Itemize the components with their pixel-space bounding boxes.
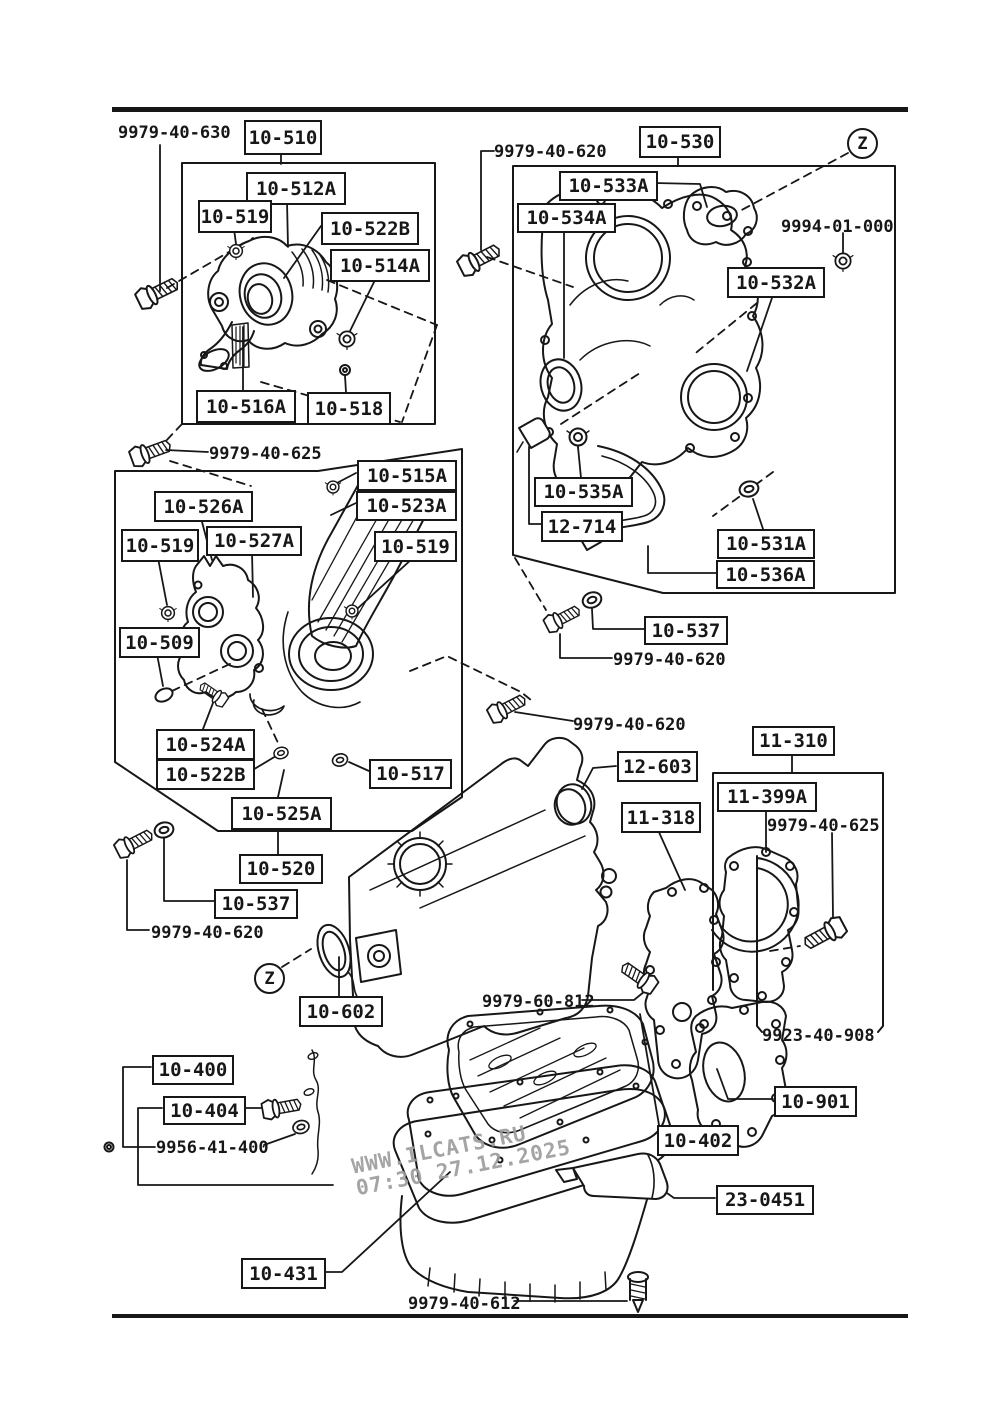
fastener-ref-9979-40-620-b: 9979-40-620: [494, 142, 607, 162]
zone-marker-letter: Z: [857, 133, 868, 154]
fastener-ref-9979-40-620-a: 9979-40-620: [151, 923, 264, 943]
part-label-10-524A[interactable]: 10-524A: [156, 729, 255, 760]
part-label-10-530[interactable]: 10-530: [639, 126, 721, 158]
group-frames: [114, 162, 896, 1033]
part-label-10-516A[interactable]: 10-516A: [196, 390, 296, 423]
fastener-ref-9979-60-812: 9979-60-812: [482, 992, 595, 1012]
part-label-10-535A[interactable]: 10-535A: [534, 477, 633, 507]
zone-marker-z-top: Z: [847, 128, 878, 159]
part-label-10-404[interactable]: 10-404: [163, 1096, 246, 1125]
part-label-10-514A[interactable]: 10-514A: [330, 249, 430, 282]
part-label-10-901[interactable]: 10-901: [774, 1086, 857, 1117]
part-label-10-517[interactable]: 10-517: [369, 759, 452, 789]
part-label-10-519-b[interactable]: 10-519: [121, 529, 199, 562]
part-label-10-518[interactable]: 10-518: [307, 392, 391, 425]
part-label-10-431[interactable]: 10-431: [241, 1258, 326, 1289]
zone-marker-letter: Z: [264, 968, 275, 989]
part-label-10-515A[interactable]: 10-515A: [357, 460, 457, 491]
rear-cover-and-seal-drawing: [642, 846, 800, 1148]
part-label-10-402[interactable]: 10-402: [657, 1125, 739, 1156]
part-label-11-318[interactable]: 11-318: [621, 802, 701, 833]
part-label-10-512A[interactable]: 10-512A: [246, 172, 346, 205]
part-label-10-523A[interactable]: 10-523A: [356, 491, 457, 521]
part-label-10-509[interactable]: 10-509: [119, 627, 200, 658]
part-label-10-527A[interactable]: 10-527A: [206, 526, 302, 556]
engine-block-drawing: [316, 736, 617, 1058]
part-label-10-400[interactable]: 10-400: [152, 1055, 234, 1085]
part-label-10-536A[interactable]: 10-536A: [716, 560, 815, 589]
part-label-23-0451[interactable]: 23-0451: [716, 1185, 814, 1215]
fastener-icons: [111, 238, 854, 998]
water-pump-drawing: [198, 235, 339, 372]
part-label-10-520[interactable]: 10-520: [239, 854, 323, 884]
part-label-10-532A[interactable]: 10-532A: [727, 267, 825, 298]
fastener-ref-9979-40-630: 9979-40-630: [118, 123, 231, 143]
part-label-11-399A[interactable]: 11-399A: [717, 782, 817, 812]
page-borders: [112, 107, 908, 1318]
part-label-10-510[interactable]: 10-510: [244, 120, 322, 155]
part-label-11-310[interactable]: 11-310: [752, 726, 835, 756]
leader-lines: [122, 144, 844, 1302]
part-label-10-525A[interactable]: 10-525A: [231, 797, 332, 830]
part-label-12-603[interactable]: 12-603: [617, 751, 698, 782]
fastener-ref-9979-40-625-b: 9979-40-625: [767, 816, 880, 836]
fastener-ref-9979-40-620-d: 9979-40-620: [573, 715, 686, 735]
fastener-ref-9979-40-625-a: 9979-40-625: [209, 444, 322, 464]
part-label-10-537-a[interactable]: 10-537: [214, 889, 298, 919]
drain-screw-icon: [627, 1271, 649, 1313]
part-label-10-519-c[interactable]: 10-519: [374, 531, 457, 562]
part-label-10-534A[interactable]: 10-534A: [517, 203, 616, 233]
part-label-10-537-b[interactable]: 10-537: [644, 616, 728, 645]
fastener-ref-9923-40-908: 9923-40-908: [762, 1026, 875, 1046]
part-label-10-522B-b[interactable]: 10-522B: [156, 759, 255, 790]
part-label-10-533A[interactable]: 10-533A: [559, 171, 658, 201]
fastener-ref-9994-01-000: 9994-01-000: [781, 217, 894, 237]
part-label-10-531A[interactable]: 10-531A: [717, 529, 815, 559]
part-label-10-526A[interactable]: 10-526A: [154, 491, 253, 522]
part-label-10-602[interactable]: 10-602: [299, 996, 383, 1027]
fastener-ref-9956-41-400: 9956-41-400: [156, 1138, 269, 1158]
fastener-ref-9979-40-620-c: 9979-40-620: [613, 650, 726, 670]
part-label-10-519-a[interactable]: 10-519: [198, 200, 272, 233]
fastener-ref-9979-40-612: 9979-40-612: [408, 1294, 521, 1314]
zone-marker-z-mid: Z: [254, 963, 285, 994]
part-label-10-522B-a[interactable]: 10-522B: [321, 212, 419, 245]
part-label-12-714[interactable]: 12-714: [541, 511, 623, 542]
